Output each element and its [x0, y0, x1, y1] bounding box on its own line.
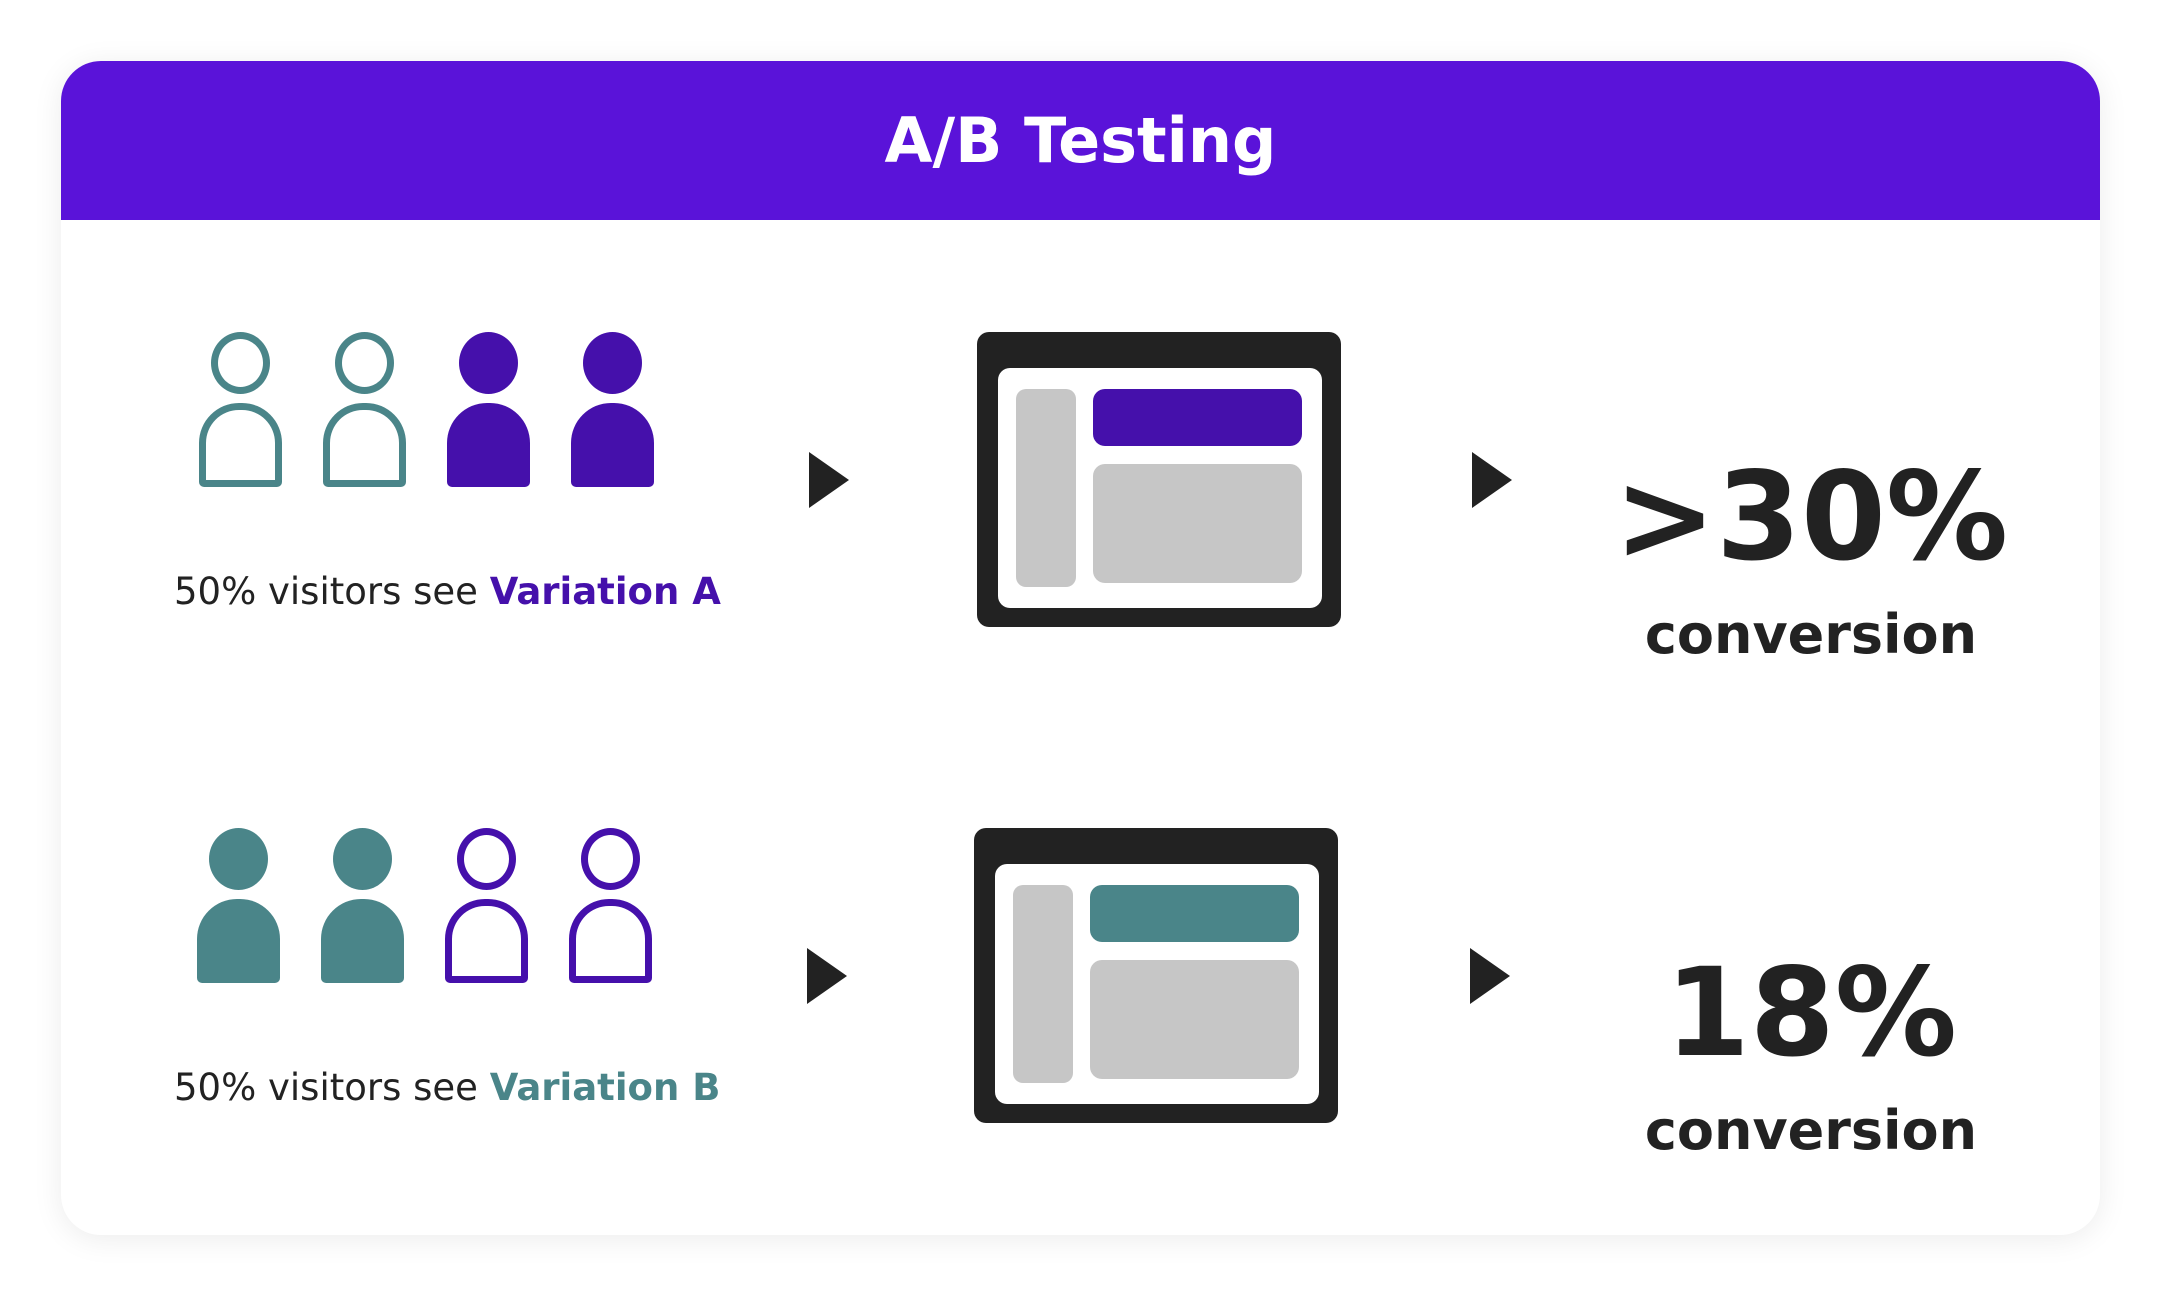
- arrow-right-icon: [1472, 452, 1512, 508]
- variation-a-caption: 50% visitors see Variation A: [174, 570, 721, 613]
- content-placeholder: [1093, 464, 1302, 583]
- person-icon: [447, 332, 530, 490]
- page-title: A/B Testing: [884, 104, 1277, 177]
- header-bar: A/B Testing: [61, 61, 2100, 220]
- person-icon: [323, 332, 406, 490]
- caption-prefix: 50% visitors see: [174, 570, 490, 613]
- variation-a-row: 50% visitors see Variation A >30% conver…: [61, 332, 2100, 752]
- banner-placeholder: [1093, 389, 1302, 446]
- sidebar-placeholder: [1016, 389, 1076, 587]
- variation-a-label: Variation A: [489, 570, 721, 613]
- person-icon: [571, 332, 654, 490]
- person-icon: [321, 828, 404, 986]
- person-icon: [197, 828, 280, 986]
- conversion-label: conversion: [1644, 1099, 1978, 1162]
- arrow-right-icon: [1470, 948, 1510, 1004]
- conversion-rate-b: 18%: [1664, 942, 1957, 1084]
- variation-b-row: 50% visitors see Variation B 18% convers…: [61, 828, 2100, 1235]
- arrow-right-icon: [809, 452, 849, 508]
- sidebar-placeholder: [1013, 885, 1073, 1083]
- person-icon: [569, 828, 652, 986]
- arrow-right-icon: [807, 948, 847, 1004]
- caption-prefix: 50% visitors see: [174, 1066, 490, 1109]
- variation-b-label: Variation B: [489, 1066, 721, 1109]
- content-placeholder: [1090, 960, 1299, 1079]
- browser-mockup-b: [974, 828, 1338, 1123]
- banner-placeholder: [1090, 885, 1299, 942]
- variation-b-caption: 50% visitors see Variation B: [174, 1066, 720, 1109]
- person-icon: [199, 332, 282, 490]
- ab-testing-card: A/B Testing 50% visitors see Variation A…: [61, 61, 2100, 1235]
- conversion-label: conversion: [1644, 603, 1978, 666]
- browser-mockup-a: [977, 332, 1341, 627]
- person-icon: [445, 828, 528, 986]
- conversion-rate-a: >30%: [1613, 446, 2009, 588]
